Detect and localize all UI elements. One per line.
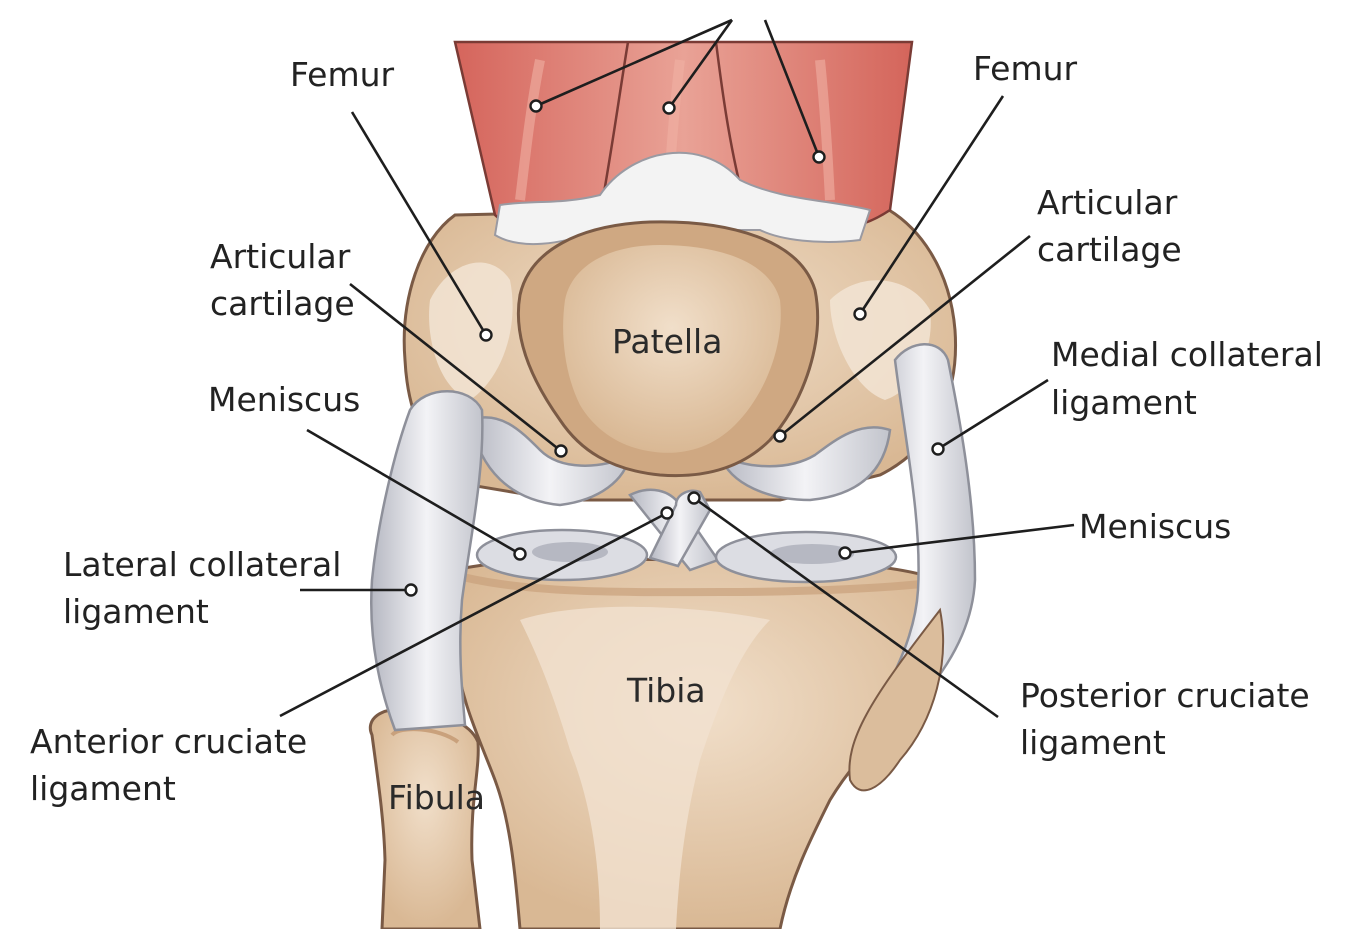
quadriceps-muscle — [455, 42, 912, 244]
label-articular-cartilage-right-line2: cartilage — [1037, 230, 1182, 269]
label-femur-right: Femur — [973, 49, 1078, 88]
label-lateral-collateral-line1: Lateral collateral — [63, 545, 341, 584]
label-anterior-cruciate-line1: Anterior cruciate — [30, 722, 307, 761]
label-anterior-cruciate-line2: ligament — [30, 769, 176, 808]
label-femur-left: Femur — [290, 55, 395, 94]
label-articular-cartilage-left-line1: Articular — [210, 237, 351, 276]
label-articular-cartilage-left-line2: cartilage — [210, 284, 355, 323]
label-medial-collateral-line2: ligament — [1051, 383, 1197, 422]
label-posterior-cruciate-line1: Posterior cruciate — [1020, 676, 1310, 715]
label-fibula: Fibula — [388, 778, 485, 817]
label-tibia: Tibia — [626, 671, 706, 710]
label-articular-cartilage-right-line1: Articular — [1037, 183, 1178, 222]
label-lateral-collateral-line2: ligament — [63, 592, 209, 631]
label-patella: Patella — [612, 322, 722, 361]
label-medial-collateral-line1: Medial collateral — [1051, 335, 1323, 374]
fibula-bone — [370, 709, 480, 929]
label-meniscus-left: Meniscus — [208, 380, 360, 419]
label-posterior-cruciate-line2: ligament — [1020, 723, 1166, 762]
label-meniscus-right: Meniscus — [1079, 507, 1231, 546]
